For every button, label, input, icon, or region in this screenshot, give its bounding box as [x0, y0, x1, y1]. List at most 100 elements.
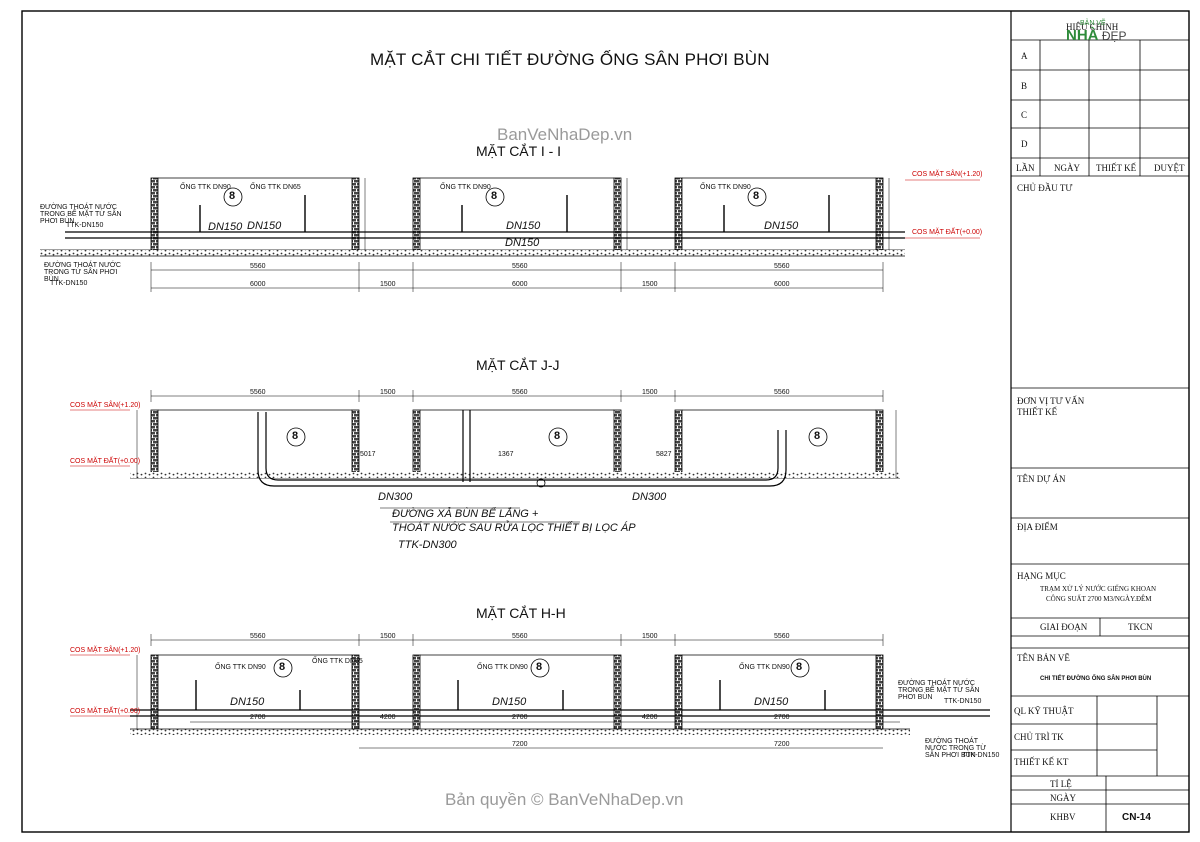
col-header-thiet-ke: THIẾT KẾ — [1096, 163, 1137, 173]
phase-value: TKCN — [1128, 622, 1153, 632]
section-hh-pipe-1: DN150 — [230, 696, 265, 708]
revision-row-a: A — [1021, 51, 1028, 61]
section-hh-pipe-3: DN150 — [754, 696, 789, 708]
section-ii-bed-3: 8 — [753, 190, 760, 202]
section-ii-level-top: COS MẶT SÂN(+1.20) — [912, 171, 983, 178]
section-jj-dim-mid-3: 5827 — [656, 451, 672, 458]
section-hh-bed-3: 8 — [796, 661, 803, 673]
tech-manager-label: QL KỸ THUẬT — [1014, 706, 1074, 716]
section-hh-level-top: COS MẶT SÂN(+1.20) — [70, 647, 141, 654]
code-label: KHBV — [1050, 812, 1076, 822]
section-jj-drawing — [70, 390, 900, 523]
section-ii-note-1b: ỐNG TTK DN90 — [440, 184, 491, 191]
section-ii-dim-inner-2: 5560 — [512, 263, 528, 270]
section-hh-dim-5: 5560 — [774, 633, 790, 640]
location-label: ĐỊA ĐIỂM — [1017, 522, 1058, 532]
section-ii-left-note-top: ĐƯỜNG THOÁT NƯỚC TRONG BỂ MẶT TỪ SÂN PHƠ… — [40, 204, 122, 225]
logo-nha: NHÀ — [1066, 27, 1099, 44]
drawing-name-label: TÊN BẢN VẼ — [1017, 653, 1070, 663]
section-hh-dim-outer-2: 7200 — [774, 741, 790, 748]
scale-label: TỈ LỆ — [1050, 779, 1072, 789]
watermark-top: BanVeNhaDep.vn — [497, 125, 633, 144]
section-ii-dim-outer-4: 1500 — [642, 281, 658, 288]
owner-label: CHỦ ĐẦU TƯ — [1017, 183, 1073, 193]
section-hh-dim-pipe-5: 2700 — [774, 714, 790, 721]
section-jj-dim-2: 1500 — [380, 389, 396, 396]
revision-row-b: B — [1021, 81, 1028, 91]
section-ii-dim-inner-3: 5560 — [774, 263, 790, 270]
section-hh-dim-outer-1: 7200 — [512, 741, 528, 748]
section-hh-right-note-top: ĐƯỜNG THOÁT NƯỚC TRONG BỂ MẶT TỪ SÂN PHƠ… — [898, 680, 980, 701]
section-jj-dim-mid-2: 1367 — [498, 451, 514, 458]
section-ii-left-note-bottom-code: TTK-DN150 — [50, 280, 88, 287]
phase-label: GIAI ĐOẠN — [1040, 622, 1088, 632]
section-jj-title: MẶT CẮT J-J — [476, 357, 560, 373]
section-jj-bed-1: 8 — [292, 430, 299, 442]
section-hh-dim-pipe-2: 4200 — [380, 714, 396, 721]
chief-designer-label: CHỦ TRÌ TK — [1014, 732, 1064, 742]
section-jj-note-code: TTK-DN300 — [398, 539, 457, 551]
section-hh-note-1b: ỐNG TTK DN90 — [477, 664, 528, 671]
section-ii-pipe-label-5: DN150 — [764, 220, 799, 232]
section-jj-note-line2: THOÁT NƯỚC SAU RỬA LỌC THIẾT BỊ LỌC ÁP — [392, 522, 636, 534]
section-jj-dim-mid-1: 5017 — [360, 451, 376, 458]
logo-dep: ĐẸP — [1101, 29, 1127, 43]
section-jj-dim-5: 5560 — [774, 389, 790, 396]
section-ii-dim-outer-2: 1500 — [380, 281, 396, 288]
section-hh-right-note-top-code: TTK-DN150 — [944, 698, 982, 705]
section-jj-pipe-left: DN300 — [378, 491, 413, 503]
section-ii-note-1c: ỐNG TTK DN90 — [700, 184, 751, 191]
title-block-grid — [1011, 39, 1189, 832]
consultant-label-1: ĐƠN VỊ TƯ VẤN — [1017, 396, 1085, 406]
revision-row-c: C — [1021, 110, 1028, 120]
consultant-label-2: THIẾT KẾ — [1017, 407, 1058, 417]
section-ii-drawing — [40, 177, 980, 292]
section-jj-level-ground: COS MẶT ĐẤT(+0.00) — [70, 458, 141, 465]
drawing-name-value: CHI TIẾT ĐƯỜNG ỐNG SÂN PHƠI BÙN — [1040, 676, 1152, 682]
col-header-ngay: NGÀY — [1054, 163, 1080, 173]
section-ii-level-ground: COS MẶT ĐẤT(+0.00) — [912, 229, 983, 236]
section-hh-bed-1: 8 — [279, 661, 286, 673]
sheet-number: CN-14 — [1122, 812, 1151, 823]
section-hh-dim-3: 5560 — [512, 633, 528, 640]
section-ii-bed-1: 8 — [229, 190, 236, 202]
section-jj-level-top: COS MẶT SÂN(+1.20) — [70, 402, 141, 409]
section-ii-pipe-label-1: DN150 — [208, 221, 243, 233]
section-hh-dim-pipe-1: 2700 — [250, 714, 266, 721]
logo-text: BẢN VẼ — [1080, 20, 1106, 27]
section-ii-pipe-label-3: DN150 — [247, 220, 282, 232]
section-hh-dim-1: 5560 — [250, 633, 266, 640]
site-logo: BẢN VẼ NHÀ ĐẸP — [1066, 20, 1127, 44]
section-jj-dim-3: 5560 — [512, 389, 528, 396]
section-jj-bed-3: 8 — [814, 430, 821, 442]
sheet-border — [21, 10, 1190, 833]
section-hh-pipe-2: DN150 — [492, 696, 527, 708]
section-ii-dim-inner-1: 5560 — [250, 263, 266, 270]
item-line-1: TRẠM XỬ LÝ NƯỚC GIẾNG KHOAN — [1040, 585, 1157, 593]
section-hh-dim-4: 1500 — [642, 633, 658, 640]
section-hh-note-1: ỐNG TTK DN90 — [215, 664, 266, 671]
section-hh-right-note-bottom: ĐƯỜNG THOÁT NƯỚC TRONG TỪ SÂN PHƠI BÙN — [925, 738, 987, 759]
section-jj-dim-1: 5560 — [250, 389, 266, 396]
section-ii-pipe-label-4: DN150 — [506, 220, 541, 232]
item-line-2: CÔNG SUẤT 2700 M3/NGÀY.ĐÊM — [1046, 595, 1152, 603]
section-ii-left-note-top-code: TTK-DN150 — [66, 222, 104, 229]
col-header-duyet: DUYỆT — [1154, 163, 1185, 173]
drawing-title: MẶT CẮT CHI TIẾT ĐƯỜNG ỐNG SÂN PHƠI BÙN — [370, 50, 770, 69]
section-hh-note-3: ỐNG TTK DN65 — [312, 658, 363, 665]
section-hh-drawing — [70, 634, 990, 749]
section-hh-bed-2: 8 — [536, 661, 543, 673]
watermark-bottom: Bản quyền © BanVeNhaDep.vn — [445, 790, 684, 809]
section-hh-title: MẶT CẮT H-H — [476, 605, 566, 621]
section-ii-title: MẶT CẮT I - I — [476, 143, 562, 159]
section-hh-dim-pipe-3: 2700 — [512, 714, 528, 721]
section-ii-pipe-label-2: DN150 — [505, 237, 540, 249]
date-label: NGÀY — [1050, 793, 1076, 803]
section-ii-dim-outer-3: 6000 — [512, 281, 528, 288]
section-jj-bed-2: 8 — [554, 430, 561, 442]
col-header-lan: LẦN — [1016, 163, 1035, 173]
section-ii-bed-2: 8 — [491, 190, 498, 202]
section-ii-note-1: ỐNG TTK DN90 — [180, 184, 231, 191]
section-hh-level-ground: COS MẶT ĐẤT(+0.00) — [70, 708, 141, 715]
